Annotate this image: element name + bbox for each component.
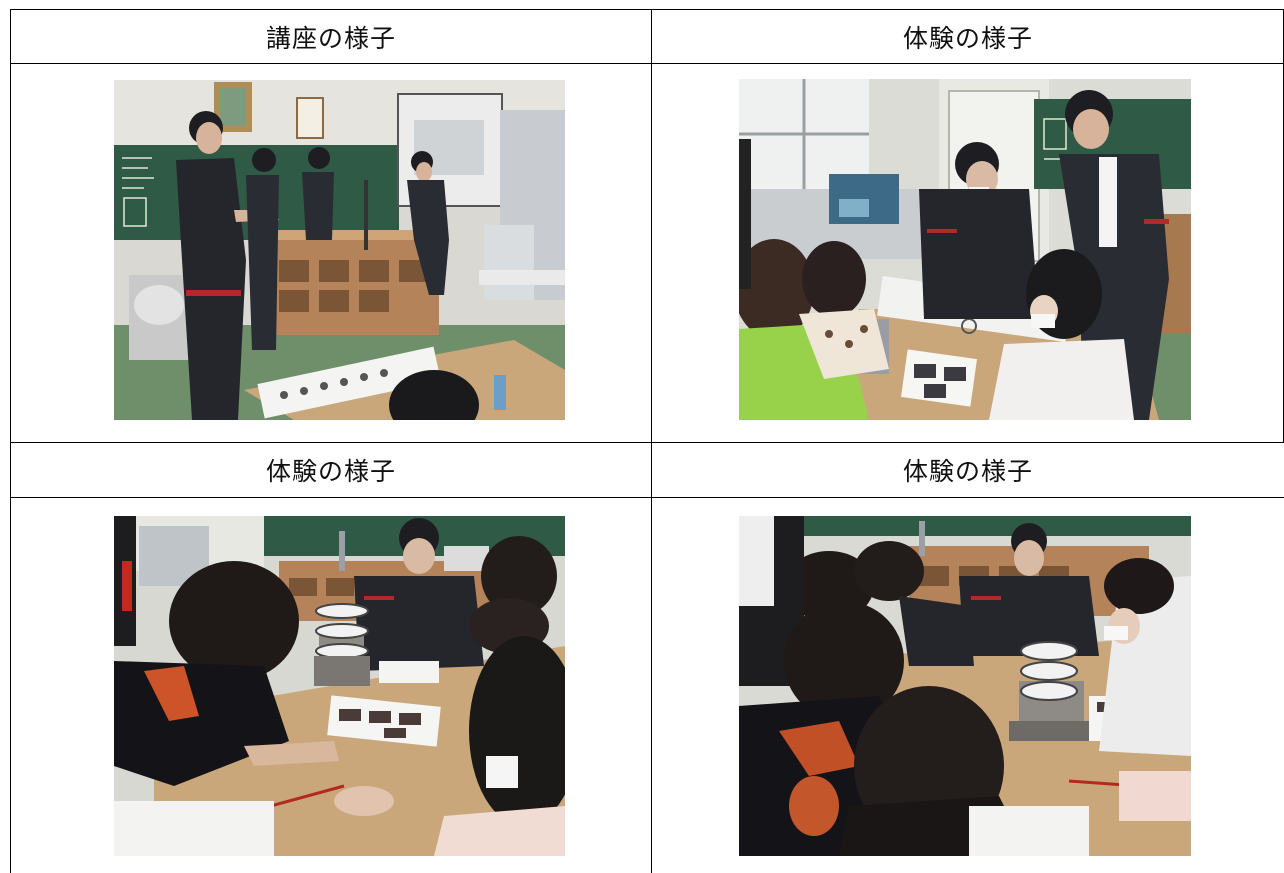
caption-experience: 体験の様子 bbox=[265, 457, 396, 486]
caption-experience: 体験の様子 bbox=[902, 457, 1033, 486]
caption-lecture: 講座の様子 bbox=[265, 23, 396, 53]
lecture-photo bbox=[114, 80, 565, 420]
experience-photo-2 bbox=[114, 516, 565, 856]
table-border-top bbox=[10, 9, 1284, 10]
table-row-divider bbox=[10, 442, 1284, 443]
table-row-divider bbox=[10, 63, 1284, 64]
experience-photo-1 bbox=[739, 79, 1191, 420]
table-border-middle bbox=[651, 9, 652, 873]
caption-experience: 体験の様子 bbox=[902, 23, 1033, 53]
experience-photo-3 bbox=[739, 516, 1191, 856]
table-border-left bbox=[10, 9, 11, 873]
table-row-divider bbox=[10, 497, 1284, 498]
